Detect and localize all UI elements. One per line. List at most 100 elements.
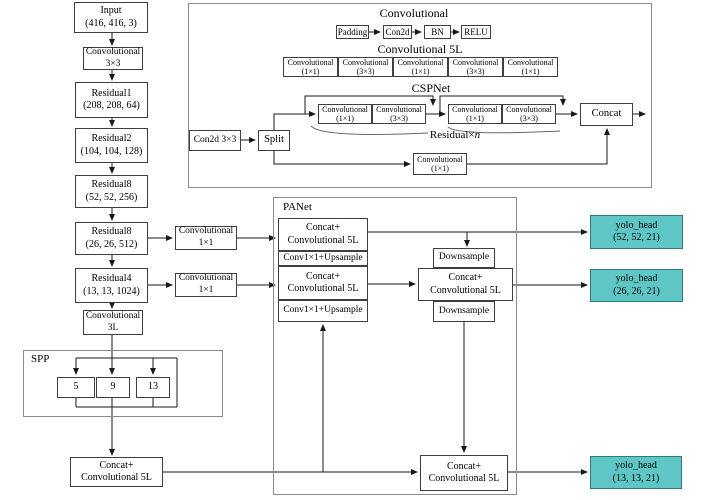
neck-conv1x1-bottom-node: Convolutional 1×1 [175, 273, 237, 297]
node-line: 1×1 [198, 285, 214, 295]
node-line: 3×3 [105, 58, 121, 69]
spp-pool5-node: 5 [57, 377, 95, 398]
node-line: (1×1) [431, 164, 449, 173]
node-line: Con2d [385, 26, 410, 37]
legend-conv5l-box-4: Convolutional (3×3) [448, 57, 503, 77]
node-line: (13, 13, 21) [612, 472, 660, 484]
csp-repeat-arc2 [447, 126, 561, 134]
panet-downsample-top-node: Downsample [433, 248, 495, 268]
node-line: Convolutional [178, 226, 234, 237]
panet-block-bottom-node: Concat+ Convolutional 5L [420, 455, 508, 491]
node-line: Concat+ [306, 270, 340, 282]
node-line: Convolutional [85, 46, 141, 57]
legend-panel [188, 3, 652, 188]
legend-bn-node: BN [424, 25, 451, 39]
node-line: Input [100, 5, 122, 17]
node-line: RELU [464, 26, 488, 37]
legend-conv5l-title: Convolutional 5L [377, 42, 463, 56]
node-line: Downsample [438, 252, 490, 263]
legend-cspnet-title: CSPNet [411, 81, 451, 95]
node-line: Split [264, 134, 284, 146]
legend-padding-node: Padding [336, 25, 369, 39]
node-line: (3×3) [356, 67, 375, 76]
panet-block1-node: Concat+ Convolutional 5L [278, 218, 368, 251]
node-line: Convolutional 5L [287, 234, 359, 246]
spp-panel [23, 350, 223, 417]
node-line: Concat+ [99, 459, 134, 471]
panet-block-mid-node: Concat+ Convolutional 5L [418, 268, 513, 301]
panet-upsample1-node: Conv1×1+Upsample [278, 251, 368, 266]
node-line: (3×3) [390, 114, 408, 123]
yolo-head-26-node: yolo_head (26, 26, 21) [590, 269, 683, 302]
node-line: Concat+ [306, 222, 340, 234]
connector-split-pair1 [273, 111, 316, 130]
csp-split-node: Split [258, 130, 290, 151]
node-line: Residual4 [91, 273, 132, 285]
node-line: yolo_head [615, 219, 658, 231]
node-line: Conv1×1+Upsample [283, 252, 363, 263]
backbone-concat5l-node: Concat+ Convolutional 5L [70, 457, 163, 487]
csp-pair2-conv1x1-node: Convolutional (1×1) [448, 104, 502, 124]
csp-pair1-conv3x3-node: Convolutional (3×3) [372, 104, 426, 124]
backbone-input-node: Input (416, 416, 3) [74, 2, 148, 33]
node-line: BN [431, 26, 444, 37]
spp-title: SPP [31, 353, 50, 365]
node-line: Convolutional [452, 104, 498, 114]
legend-conv5l-box-1: Convolutional (1×1) [283, 57, 338, 77]
connector-conv1x1-concat [467, 128, 610, 165]
node-line: Convolutional 5L [430, 284, 501, 296]
node-line: (104, 104, 128) [80, 145, 143, 157]
node-line: (3×3) [520, 114, 538, 123]
node-line: 13 [148, 381, 158, 393]
node-line: Convolutional 5L [81, 472, 152, 483]
legend-conv5l-box-5: Convolutional (1×1) [503, 57, 558, 77]
backbone-conv3l-node: Convolutional 3L [83, 310, 143, 335]
backbone-residual2-node: Residual2 (104, 104, 128) [75, 128, 148, 163]
spp-pool13-node: 13 [136, 377, 170, 398]
node-line: Concat+ [448, 272, 483, 284]
csp-repeat-arc1 [310, 125, 429, 135]
backbone-residual8-26-node: Residual8 (26, 26, 512) [75, 222, 148, 255]
residual-n-prefix: Residual× [429, 129, 475, 141]
node-line: Convolutional 5L [287, 283, 359, 294]
node-line: Residual1 [91, 87, 132, 99]
node-line: Convolutional [342, 57, 389, 67]
csp-skip1 [304, 95, 436, 114]
spp-pool9-node: 9 [96, 377, 130, 398]
node-line: Residual8 [91, 179, 132, 191]
node-line: (1×1) [466, 114, 484, 123]
node-line: Concat+ [447, 460, 481, 472]
csp-con2d33-node: Con2d 3×3 [189, 130, 241, 151]
neck-conv1x1-top-node: Convolutional 1×1 [175, 226, 237, 250]
node-line: Convolutional [85, 310, 141, 321]
node-line: (52, 52, 256) [85, 191, 138, 203]
node-line: Convolutional [507, 57, 554, 67]
node-line: 1×1 [198, 238, 214, 248]
node-line: Convolutional [376, 104, 422, 114]
node-line: (52, 52, 21) [613, 232, 660, 243]
yolo-head-13-node: yolo_head (13, 13, 21) [590, 456, 682, 489]
backbone-residual8-52-node: Residual8 (52, 52, 256) [75, 175, 148, 208]
node-line: Convolutional [417, 154, 463, 164]
spp-split-bar [75, 357, 178, 408]
panet-upsample2-node: Conv1×1+Upsample [278, 300, 368, 322]
legend-conv5l-box-2: Convolutional (3×3) [338, 57, 393, 77]
node-line: (208, 208, 64) [83, 100, 140, 111]
legend-conv-title: Convolutional [379, 6, 449, 20]
node-line: (416, 416, 3) [85, 17, 137, 29]
node-line: (1×1) [411, 67, 430, 76]
csp-residual-n-label: Residual×n [400, 129, 510, 141]
node-line: Con2d 3×3 [193, 134, 237, 145]
node-line: (1×1) [521, 67, 540, 76]
panet-block2-node: Concat+ Convolutional 5L [278, 266, 368, 300]
node-line: Residual8 [91, 226, 132, 238]
csp-conv1x1-node: Convolutional (1×1) [413, 153, 467, 175]
node-line: 9 [110, 381, 116, 393]
panet-title: PANet [283, 201, 312, 213]
node-line: Downsample [438, 305, 490, 316]
node-line: Convolutional [287, 57, 334, 67]
backbone-conv3x3-node: Convolutional 3×3 [83, 47, 143, 70]
backbone-residual4-node: Residual4 (13, 13, 1024) [75, 268, 148, 303]
node-line: Convolutional [397, 57, 444, 67]
